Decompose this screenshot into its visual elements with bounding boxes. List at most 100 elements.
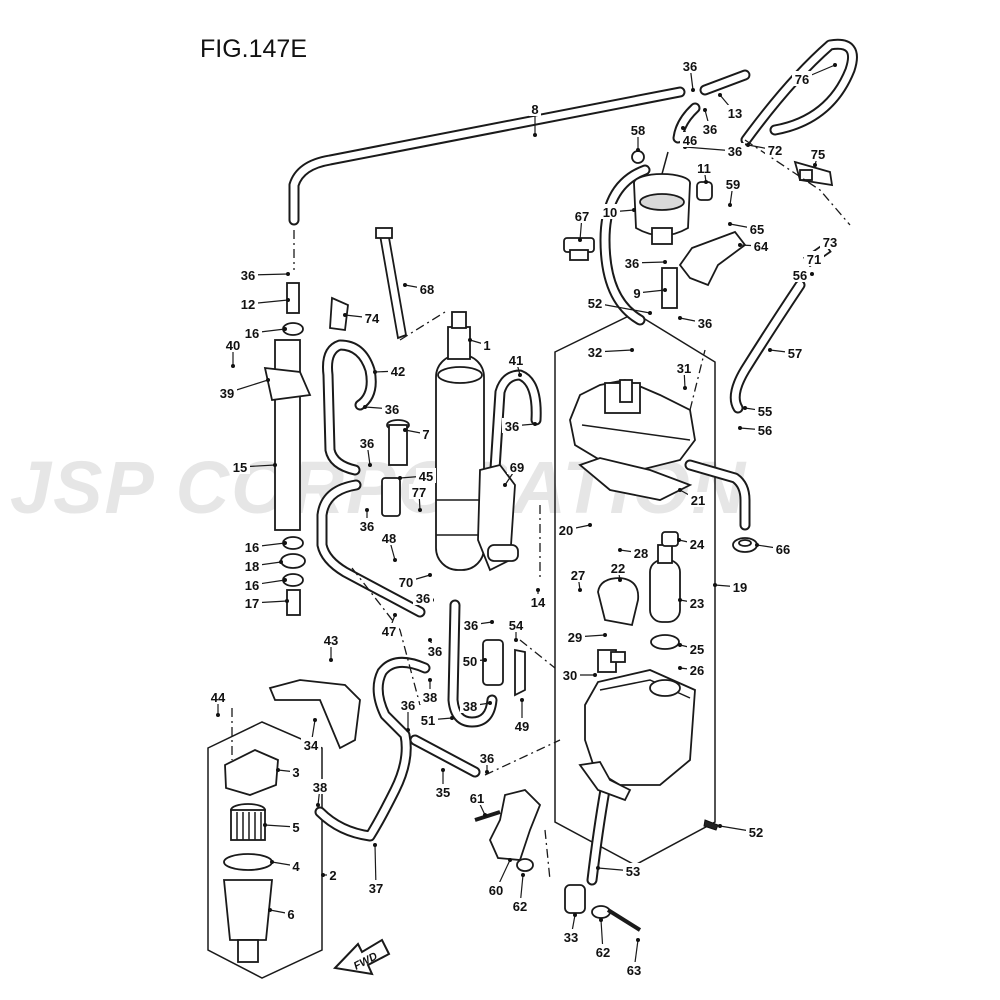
callout-bg xyxy=(362,310,382,325)
leader-dot xyxy=(833,63,837,67)
leader-dot xyxy=(718,93,722,97)
leader-dot xyxy=(279,560,283,564)
leader-dot xyxy=(363,405,367,409)
hose-51 xyxy=(447,599,498,728)
callout-bg xyxy=(461,617,481,632)
hose-8 xyxy=(288,86,686,226)
leader-dot xyxy=(683,386,687,390)
callout-bg xyxy=(624,962,644,977)
leader-dot xyxy=(418,508,422,512)
callout-number-10: 10 xyxy=(603,205,617,220)
callout-number-38: 38 xyxy=(313,780,327,795)
leader-dot xyxy=(704,180,708,184)
bracket-49 xyxy=(514,648,526,697)
callout-bg xyxy=(379,623,399,638)
callout-number-51: 51 xyxy=(421,713,435,728)
hose-47 xyxy=(316,479,426,618)
leader-dot xyxy=(468,338,472,342)
leader-dot xyxy=(266,378,270,382)
callout-bg xyxy=(506,617,526,632)
callout-number-36: 36 xyxy=(416,591,430,606)
vapor-separator-cover xyxy=(569,379,696,471)
callout-number-28: 28 xyxy=(634,546,648,561)
callout-number-57: 57 xyxy=(788,346,802,361)
callout-bg xyxy=(593,944,613,959)
callout-bg xyxy=(631,545,651,560)
callout-number-61: 61 xyxy=(470,791,484,806)
callout-bg xyxy=(561,929,581,944)
leader-dot xyxy=(286,272,290,276)
callout-number-16: 16 xyxy=(245,578,259,593)
callout-number-2: 2 xyxy=(329,868,336,883)
callout-bg xyxy=(746,824,766,839)
callout-bg xyxy=(631,285,643,300)
leader-dot xyxy=(521,873,525,877)
callout-bg xyxy=(723,176,743,191)
callout-number-36: 36 xyxy=(703,122,717,137)
leader-dot xyxy=(678,666,682,670)
leader-dot xyxy=(596,866,600,870)
leader-dot xyxy=(270,860,274,864)
callout-bg xyxy=(417,281,437,296)
callout-bg xyxy=(585,344,605,359)
callout-number-49: 49 xyxy=(515,719,529,734)
callout-bg xyxy=(585,295,605,310)
clip-52 xyxy=(703,819,719,831)
callout-bg xyxy=(687,595,707,610)
callout-number-70: 70 xyxy=(399,575,413,590)
callout-bg xyxy=(608,560,628,575)
leader-dot xyxy=(508,858,512,862)
clip-74 xyxy=(329,296,349,332)
callout-number-16: 16 xyxy=(245,326,259,341)
callout-bg xyxy=(695,315,715,330)
leader-dot xyxy=(450,716,454,720)
leader-dot xyxy=(738,426,742,430)
bracket-43 xyxy=(268,679,361,750)
leader-dot xyxy=(738,243,742,247)
callout-number-45: 45 xyxy=(419,469,433,484)
leader-dot xyxy=(283,327,287,331)
callout-bg xyxy=(357,435,377,450)
callout-bg xyxy=(477,750,497,765)
callout-number-50: 50 xyxy=(463,654,477,669)
callout-number-30: 30 xyxy=(563,668,577,683)
leader-dot xyxy=(533,422,537,426)
leader-dot xyxy=(636,148,640,152)
callout-number-36: 36 xyxy=(428,644,442,659)
callout-bg xyxy=(565,629,585,644)
callout-number-36: 36 xyxy=(241,268,255,283)
callout-number-40: 40 xyxy=(226,338,240,353)
callout-bg xyxy=(623,863,643,878)
callout-bg xyxy=(238,267,258,282)
callout-bg xyxy=(418,712,438,727)
callout-bg xyxy=(502,418,522,433)
callout-bg xyxy=(568,567,588,582)
leader-dot xyxy=(663,260,667,264)
leader-dot xyxy=(273,463,277,467)
callout-bg xyxy=(425,643,445,658)
fuel-pump-23 xyxy=(649,544,681,623)
callout-number-36: 36 xyxy=(625,256,639,271)
callout-bg xyxy=(628,122,648,137)
spacer-24 xyxy=(661,531,679,547)
leader-dot xyxy=(276,768,280,772)
callout-bg xyxy=(357,518,377,533)
callout-number-11: 11 xyxy=(697,161,711,176)
callout-bg xyxy=(694,160,714,175)
float-30 xyxy=(597,649,626,673)
dash-60-link xyxy=(544,829,551,881)
leader-dot xyxy=(285,599,289,603)
leader-dot xyxy=(618,578,622,582)
leader-dot xyxy=(578,238,582,242)
leader-dot xyxy=(286,298,290,302)
callout-bg xyxy=(230,459,250,474)
leader-dot xyxy=(216,713,220,717)
leader-dot xyxy=(678,488,682,492)
leader-dot xyxy=(403,428,407,432)
leader-dot xyxy=(406,728,410,732)
collar-62-a xyxy=(516,858,534,872)
callout-bg xyxy=(327,867,339,882)
spacer-9 xyxy=(661,267,678,309)
high-pressure-pump-1 xyxy=(435,311,485,571)
callout-bg xyxy=(242,577,262,592)
